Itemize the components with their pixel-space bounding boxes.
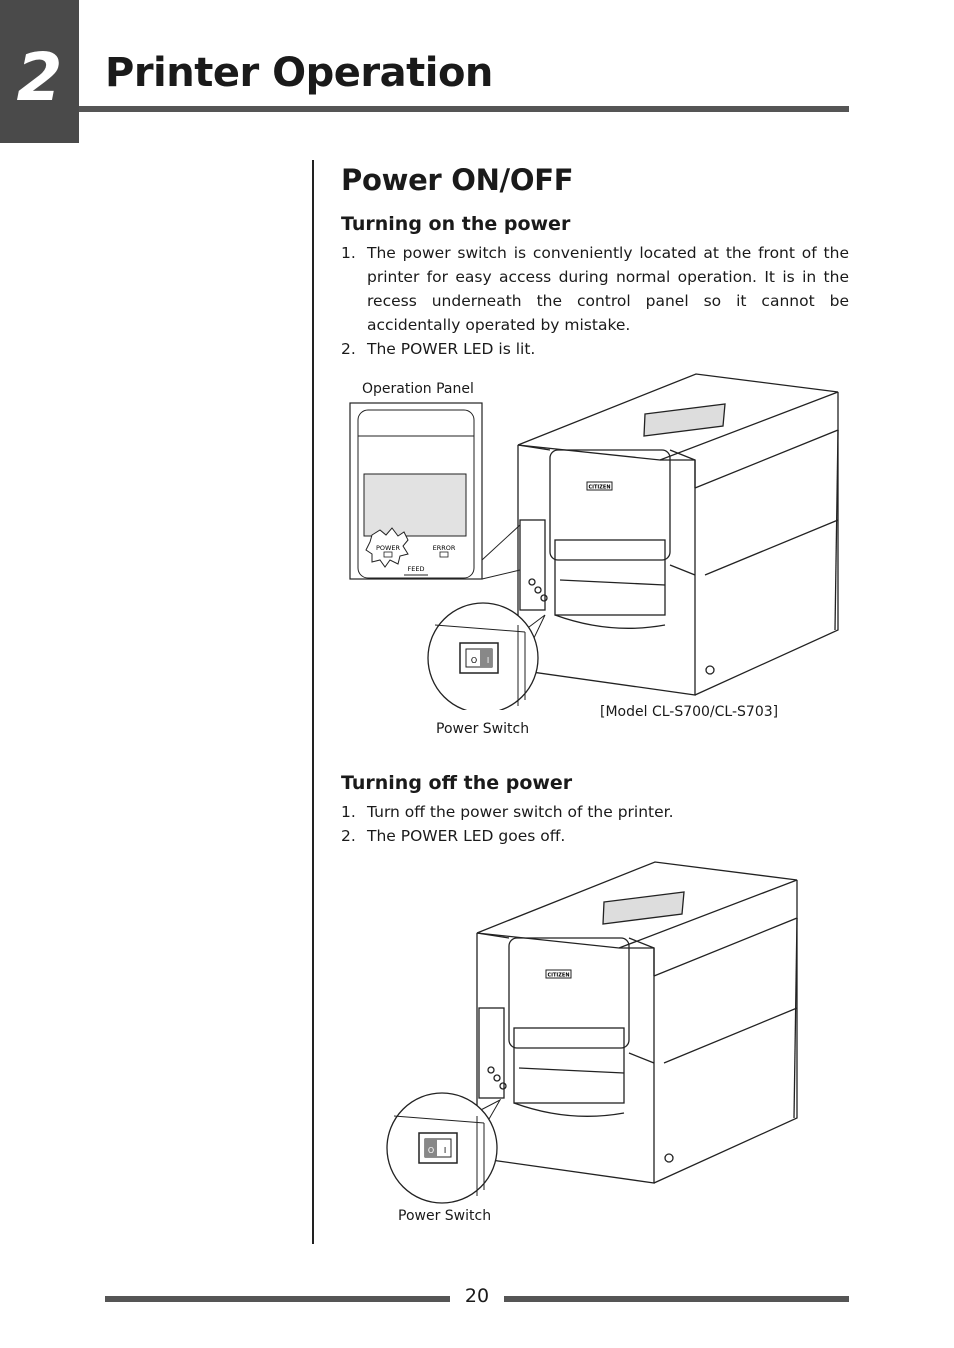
brand-badge bbox=[545, 969, 572, 979]
switch-off-symbol: O bbox=[471, 656, 477, 665]
error-led bbox=[439, 551, 449, 558]
power-switch-callout: O I bbox=[386, 1092, 502, 1204]
operation-panel-inset: POWER ERROR FEED bbox=[349, 402, 521, 580]
chapter-title: Printer Operation bbox=[105, 50, 493, 96]
list-item: 2.The POWER LED is lit. bbox=[341, 340, 536, 358]
switch-on-symbol: I bbox=[444, 1146, 446, 1155]
page-number: 20 bbox=[464, 1285, 490, 1307]
switch-off-symbol: O bbox=[428, 1146, 434, 1155]
printer-power-on-illustration: CITIZEN POWER ERROR FEED O I bbox=[349, 373, 839, 710]
power-led bbox=[383, 551, 393, 558]
power-switch-caption: Power Switch bbox=[436, 721, 530, 737]
switch-on-symbol: I bbox=[487, 656, 489, 665]
printer-body bbox=[476, 861, 798, 1184]
chapter-number-tab: 2 bbox=[0, 0, 79, 143]
turning-off-title: Turning off the power bbox=[341, 772, 573, 794]
footer-rule-right bbox=[504, 1296, 849, 1302]
list-item: 1.The power switch is conveniently locat… bbox=[341, 244, 849, 334]
brand-text: CITIZEN bbox=[547, 973, 569, 979]
power-switch-callout: O I bbox=[427, 602, 546, 710]
turning-off-steps: 1.Turn off the power switch of the print… bbox=[341, 800, 849, 848]
model-caption: [Model CL-S700/CL-S703] bbox=[600, 704, 779, 720]
printer-body bbox=[517, 373, 839, 696]
power-switch-caption: Power Switch bbox=[398, 1208, 492, 1224]
content-divider bbox=[312, 160, 314, 1244]
turning-on-title: Turning on the power bbox=[341, 213, 571, 235]
list-item: 2.The POWER LED goes off. bbox=[341, 827, 566, 845]
list-item: 1.Turn off the power switch of the print… bbox=[341, 803, 674, 821]
header-rule bbox=[79, 106, 849, 112]
operation-panel-caption: Operation Panel bbox=[362, 381, 474, 397]
power-led-label: POWER bbox=[376, 544, 401, 552]
brand-text: CITIZEN bbox=[588, 485, 610, 491]
printer-power-off-illustration: CITIZEN O I bbox=[386, 861, 798, 1204]
brand-badge bbox=[586, 481, 613, 491]
section-title: Power ON/OFF bbox=[341, 163, 574, 197]
turning-on-steps: 1.The power switch is conveniently locat… bbox=[341, 241, 849, 361]
footer-rule-left bbox=[105, 1296, 450, 1302]
power-led-highlight bbox=[365, 527, 409, 568]
feed-button-label: FEED bbox=[408, 565, 425, 573]
error-led-label: ERROR bbox=[433, 544, 456, 552]
